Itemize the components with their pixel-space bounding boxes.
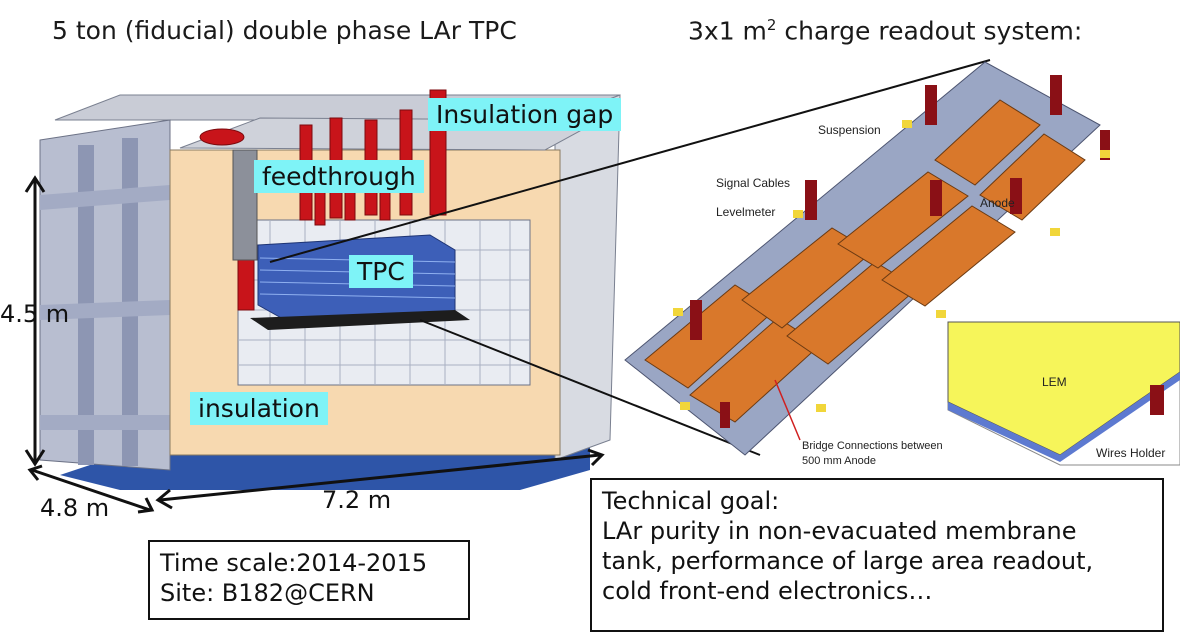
goal-line-2: tank, performance of large area readout, bbox=[602, 547, 1094, 575]
goal-line-1: LAr purity in non-evacuated membrane bbox=[602, 517, 1077, 545]
chimney-ring bbox=[199, 128, 245, 146]
chimney bbox=[232, 149, 258, 261]
right-title-suffix: charge readout system: bbox=[776, 16, 1083, 46]
right-title-sup: 2 bbox=[766, 16, 777, 34]
readout-plane bbox=[624, 61, 1110, 456]
technical-goal-box: Technical goal: LAr purity in non-evacua… bbox=[590, 478, 1164, 632]
lem-inset bbox=[947, 321, 1180, 466]
time-scale-text: Time scale:2014-2015 bbox=[160, 549, 428, 577]
length-arrow bbox=[159, 453, 601, 502]
goal-heading: Technical goal: bbox=[602, 487, 780, 515]
lem-label: LEM bbox=[1042, 375, 1067, 389]
site-text: Site: B182@CERN bbox=[160, 579, 375, 607]
bridge-label-line2: 500 mm Anode bbox=[802, 455, 876, 467]
level-meters bbox=[673, 120, 1110, 412]
frame-beam bbox=[40, 185, 170, 210]
cathode-plate bbox=[250, 310, 470, 330]
levelmeter-label: Levelmeter bbox=[716, 205, 776, 219]
frame-beam bbox=[40, 415, 170, 430]
zoom-lines bbox=[269, 59, 991, 456]
bridge-pointer bbox=[774, 379, 801, 441]
depth-arrow bbox=[31, 468, 151, 512]
anode-tiles bbox=[644, 99, 1086, 423]
suspension-label: Suspension bbox=[818, 123, 881, 137]
frame-beam bbox=[40, 300, 170, 320]
wires-holder-label: Wires Holder bbox=[1096, 446, 1166, 460]
insulation-tag: insulation bbox=[190, 392, 328, 425]
dimension-arrows bbox=[24, 175, 605, 514]
suspension-posts bbox=[690, 75, 1110, 428]
insulation-gap-tag: Insulation gap bbox=[428, 98, 622, 131]
signal-cables-label: Signal Cables bbox=[716, 176, 791, 190]
feedthrough-tag: feedthrough bbox=[254, 160, 424, 193]
cryostat-base bbox=[60, 440, 590, 490]
tpc-tag: TPC bbox=[349, 255, 413, 288]
right-title-prefix: 3x1 m bbox=[688, 16, 767, 46]
info-box: Time scale:2014-2015 Site: B182@CERN bbox=[148, 540, 470, 620]
depth-dimension: 4.8 m bbox=[40, 494, 110, 522]
cryostat-drawing bbox=[39, 89, 621, 490]
wires-holder-post bbox=[1150, 385, 1164, 415]
anode-label: Anode bbox=[980, 196, 1015, 210]
cryostat-right-side bbox=[554, 94, 621, 461]
bridge-label-line1: Bridge Connections between bbox=[802, 440, 943, 452]
goal-line-3: cold front-end electronics… bbox=[602, 577, 933, 605]
length-dimension: 7.2 m bbox=[322, 486, 392, 514]
left-title: 5 ton (fiducial) double phase LAr TPC bbox=[52, 16, 517, 45]
right-title: 3x1 m2 charge readout system: bbox=[688, 16, 1082, 45]
height-dimension: 4.5 m bbox=[0, 300, 70, 328]
